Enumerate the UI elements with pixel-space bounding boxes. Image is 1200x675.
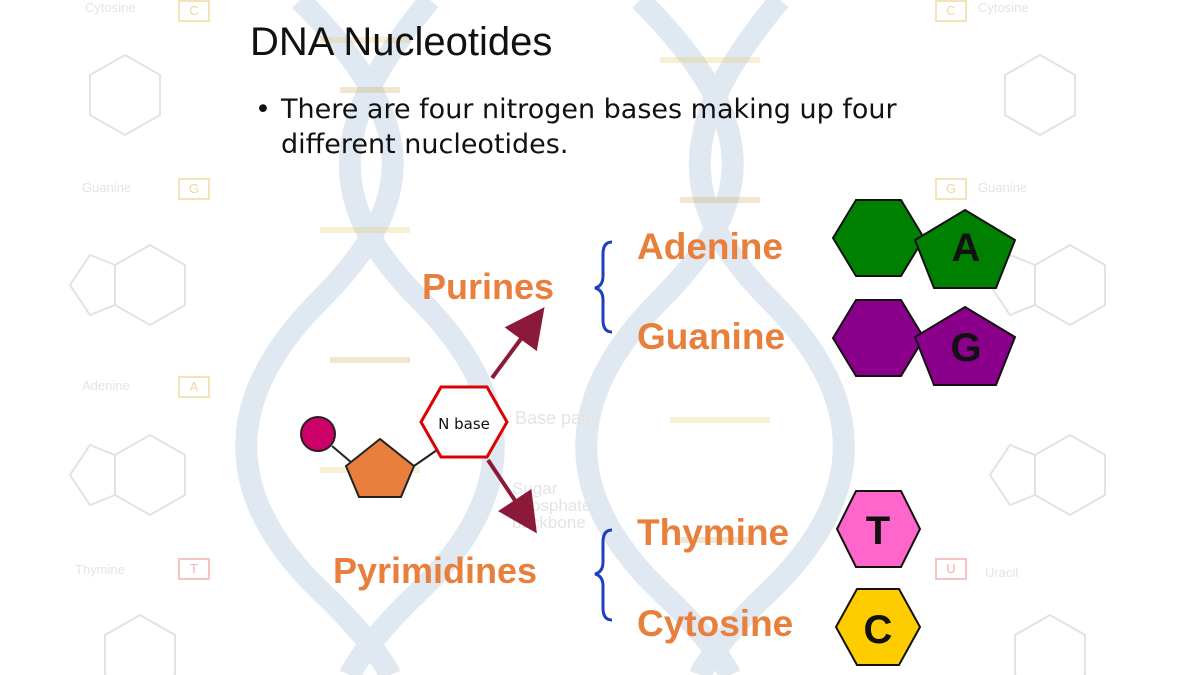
bg-letter-c-right: C <box>935 0 967 22</box>
pyrimidines-brace <box>594 528 613 622</box>
sugar-pentagon <box>344 437 416 498</box>
guanine-hexagon <box>831 299 926 377</box>
arrow-to-purines <box>490 307 545 380</box>
pyrimidines-label: Pyrimidines <box>333 550 538 591</box>
bg-label-guanine-right: Guanine <box>978 180 1028 195</box>
bg-label-cytosine-right: Cytosine <box>978 0 1029 15</box>
guanine-label: Guanine <box>637 316 786 357</box>
purines-brace <box>594 240 613 334</box>
bg-label-guanine-left: Guanine <box>82 180 132 195</box>
adenine-hexagon <box>831 199 926 277</box>
bg-letter-g-right: G <box>935 178 967 200</box>
cytosine-hexagon <box>834 588 922 666</box>
phosphate-sugar-bond <box>331 445 353 464</box>
bg-label-base-pair: Base pair <box>515 408 592 428</box>
bullet-dot-icon: • <box>255 94 271 125</box>
nbase-label: N base <box>438 415 490 433</box>
cytosine-label: Cytosine <box>637 603 794 644</box>
nitrogen-base-hexagon <box>419 385 509 459</box>
arrow-to-pyrimidines <box>486 458 537 534</box>
bg-letter-g-left: G <box>178 178 210 200</box>
slide-title: DNA Nucleotides <box>250 20 553 64</box>
thymine-letter: T <box>866 509 890 553</box>
adenine-pentagon <box>913 208 1017 289</box>
bg-letter-u-right: U <box>935 558 967 580</box>
bg-letter-t-left: T <box>178 558 210 580</box>
bg-label-uracil-right: Uracil <box>985 565 1019 580</box>
guanine-letter: G <box>950 326 981 370</box>
phosphate-circle <box>300 416 336 452</box>
guanine-pentagon <box>913 305 1017 386</box>
adenine-letter: A <box>952 226 981 270</box>
bg-label-adenine-left: Adenine <box>82 378 130 393</box>
adenine-label: Adenine <box>637 226 783 267</box>
thymine-label: Thymine <box>637 512 790 553</box>
sugar-base-bond <box>413 449 438 467</box>
bg-letter-a-left: A <box>178 376 210 398</box>
bg-label-thymine-left: Thymine <box>75 562 125 577</box>
bg-letter-c-left: C <box>178 0 210 22</box>
thymine-hexagon <box>835 490 922 568</box>
cytosine-letter: C <box>864 608 893 652</box>
bg-label-cytosine-left: Cytosine <box>85 0 136 15</box>
bullet-text: There are four nitrogen bases making up … <box>281 94 897 160</box>
purines-label: Purines <box>422 266 555 307</box>
